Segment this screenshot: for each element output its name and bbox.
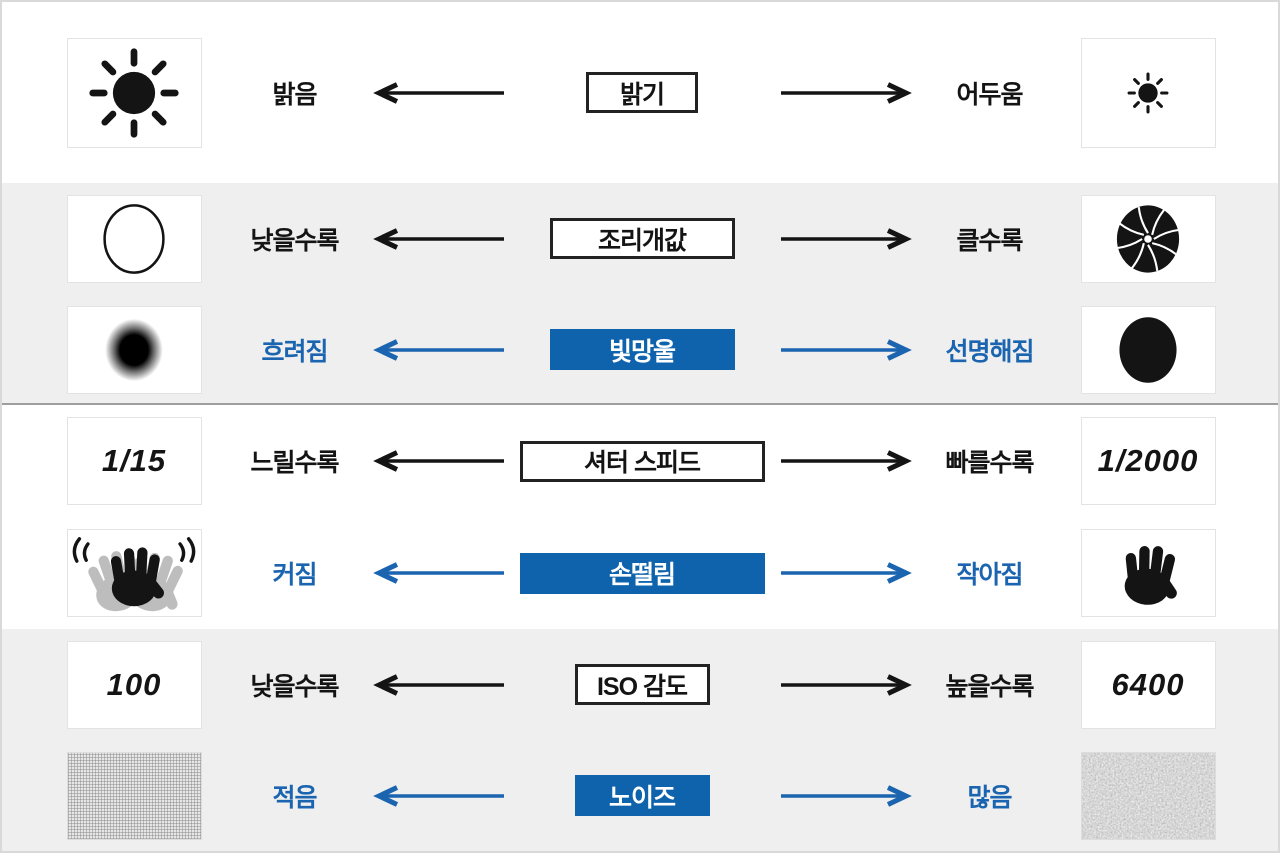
arrow-left-icon: [370, 339, 510, 361]
iso-low-value-tile: 100: [66, 640, 202, 729]
sun-bright-icon: [66, 37, 202, 148]
shutter-slow-value: 1/15: [101, 443, 167, 478]
shutter-fast-value-tile: 1/2000: [1080, 417, 1216, 505]
arrow-left-icon: [370, 785, 510, 807]
row-bokeh: 흐려짐 빛망울 선명해짐: [2, 294, 1278, 405]
section-aperture: 낮을수록 조리개값 클수록: [2, 183, 1278, 405]
hand-steady-icon: [1080, 529, 1216, 617]
noise-fine-icon: [66, 751, 202, 840]
row-shutter-value: 1/15 느릴수록 셔터 스피드 빠를수록 1/2000: [2, 405, 1278, 517]
noise-heavy-icon: [1080, 751, 1216, 840]
arrow-right-icon: [775, 228, 915, 250]
section-iso: 100 낮을수록 ISO 감도 높을수록 6400 적음 노이즈: [2, 629, 1278, 851]
row-aperture-value: 낮을수록 조리개값 클수록: [2, 183, 1278, 294]
right-label: 클수록: [956, 226, 1023, 255]
section-shutter: 1/15 느릴수록 셔터 스피드 빠를수록 1/2000: [2, 405, 1278, 629]
row-brightness: 밝음 밝기 어두움: [2, 2, 1278, 183]
left-label: 적음: [272, 783, 317, 812]
bokeh-sharp-icon: [1080, 305, 1216, 394]
row-iso-value: 100 낮을수록 ISO 감도 높을수록 6400: [2, 629, 1278, 740]
aperture-open-icon: [66, 194, 202, 283]
iso-high-value-tile: 6400: [1080, 640, 1216, 729]
left-label: 낮을수록: [250, 226, 339, 255]
arrow-right-icon: [775, 82, 915, 104]
center-label-box: 셔터 스피드: [519, 440, 765, 482]
right-label: 높을수록: [945, 672, 1034, 701]
left-label: 밝음: [272, 80, 317, 109]
right-label: 어두움: [956, 80, 1023, 109]
arrow-left-icon: [370, 562, 510, 584]
center-label-box: 손떨림: [519, 552, 765, 594]
iso-high-value: 6400: [1111, 666, 1185, 702]
right-label: 작아짐: [956, 561, 1023, 589]
right-label: 많음: [967, 783, 1012, 812]
arrow-right-icon: [775, 562, 915, 584]
section-brightness: 밝음 밝기 어두움: [2, 2, 1278, 183]
right-label: 빠를수록: [945, 449, 1034, 477]
left-label: 흐려짐: [261, 337, 328, 366]
left-label: 느릴수록: [250, 449, 339, 477]
aperture-closed-icon: [1080, 194, 1216, 283]
arrow-left-icon: [370, 82, 510, 104]
arrow-right-icon: [775, 785, 915, 807]
bokeh-blur-icon: [66, 305, 202, 394]
iso-low-value: 100: [106, 666, 162, 702]
left-label: 커짐: [272, 561, 317, 589]
center-label-box: 밝기: [586, 72, 698, 113]
arrow-right-icon: [775, 339, 915, 361]
shutter-fast-value: 1/2000: [1097, 443, 1199, 478]
arrow-left-icon: [370, 450, 510, 472]
arrow-right-icon: [775, 450, 915, 472]
right-label: 선명해짐: [945, 337, 1034, 366]
hand-shake-icon: [66, 529, 202, 617]
sun-dim-icon: [1080, 37, 1216, 148]
row-handshake: 커짐 손떨림 작아짐: [2, 517, 1278, 629]
left-label: 낮을수록: [250, 672, 339, 701]
arrow-right-icon: [775, 674, 915, 696]
center-label-box: 조리개값: [549, 218, 735, 259]
center-label-box: 빛망울: [549, 329, 735, 370]
shutter-slow-value-tile: 1/15: [66, 417, 202, 505]
center-label-box: ISO 감도: [574, 664, 710, 705]
center-label-box: 노이즈: [574, 775, 710, 816]
arrow-left-icon: [370, 674, 510, 696]
row-noise: 적음 노이즈 많음: [2, 740, 1278, 851]
arrow-left-icon: [370, 228, 510, 250]
